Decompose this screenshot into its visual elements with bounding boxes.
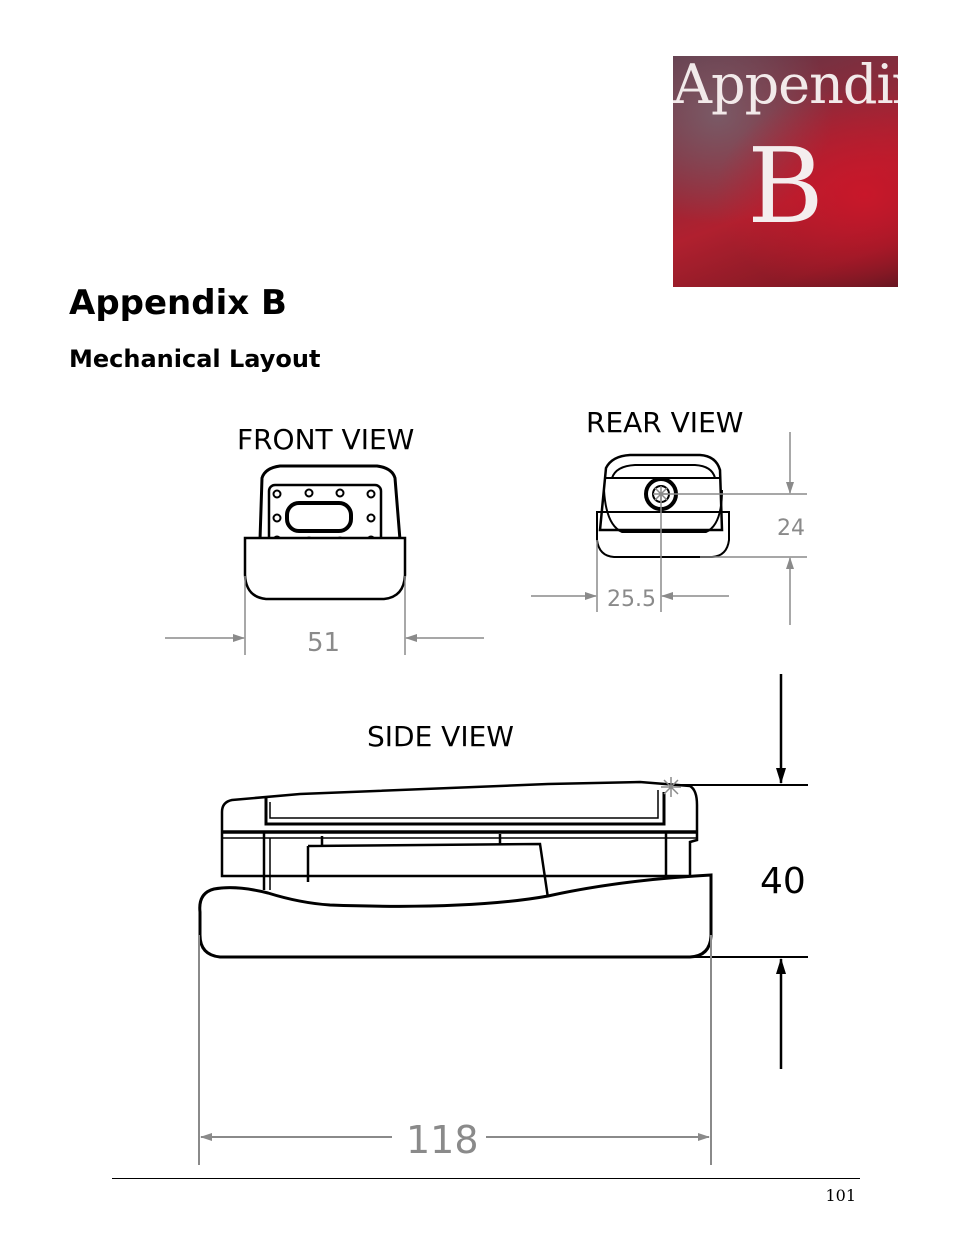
front-view-device (243, 464, 407, 601)
side-length-dimension (198, 935, 712, 1165)
badge-word: Appendix (673, 56, 898, 116)
side-height-dimension (620, 674, 808, 1069)
page-title: Appendix B (69, 283, 287, 323)
rear-view-device (596, 453, 730, 558)
front-width-dimension (165, 576, 484, 655)
rear-width-label: 25.5 (607, 587, 656, 612)
page-number: 101 (825, 1186, 856, 1205)
side-height-label: 40 (760, 861, 806, 902)
rear-view-label: REAR VIEW (586, 406, 743, 439)
front-width-label: 51 (307, 628, 340, 658)
appendix-badge: Appendix B (673, 56, 898, 287)
front-view: FRONT VIEW 51 (165, 423, 484, 658)
front-view-label: FRONT VIEW (237, 423, 414, 456)
rear-height-label: 24 (777, 516, 805, 541)
rear-view: REAR VIEW 24 25.5 (531, 406, 807, 625)
section-subtitle: Mechanical Layout (69, 345, 321, 373)
footer-rule (112, 1178, 860, 1179)
side-view-device (198, 780, 713, 959)
badge-letter: B (747, 125, 824, 247)
side-view-label: SIDE VIEW (367, 720, 514, 753)
side-length-label: 118 (406, 1118, 479, 1162)
side-view: SIDE VIEW 40 118 (198, 674, 808, 1165)
rear-dimensions (531, 432, 807, 625)
